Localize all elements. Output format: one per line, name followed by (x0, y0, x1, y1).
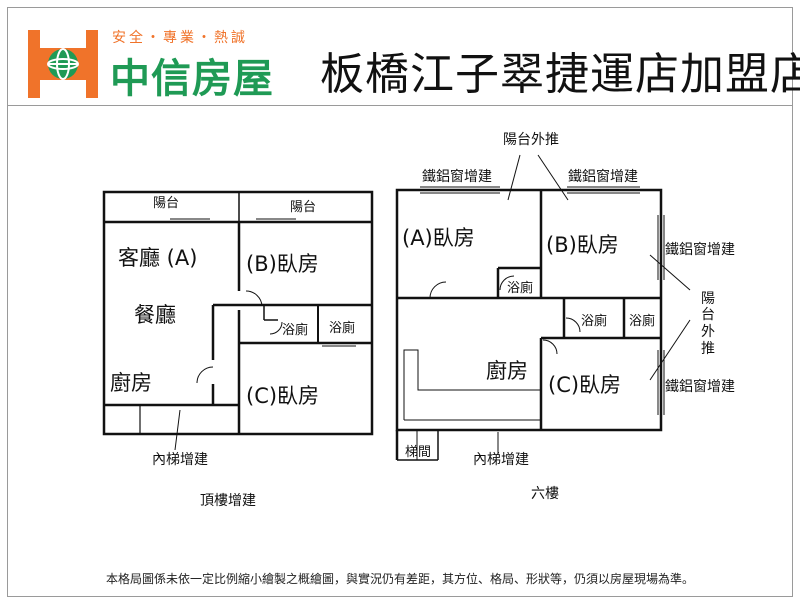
right-window-right-bottom-label: 鐵鋁窗增建 (665, 379, 735, 395)
right-balcony-out-char-4: 推 (701, 341, 715, 357)
left-kitchen-label: 廚房 (110, 371, 152, 395)
right-plan-title: 六樓 (531, 486, 559, 502)
right-bedroom-b-label: (B)臥房 (546, 233, 619, 257)
left-dining-room-label: 餐廳 (134, 303, 176, 327)
company-name: 中信房屋 (110, 56, 274, 102)
header-divider (8, 105, 792, 106)
right-balcony-out-char-2: 台 (701, 307, 715, 323)
company-slogan: 安全・專業・熱誠 (112, 30, 248, 46)
left-balcony-1-label: 陽台 (153, 196, 180, 211)
right-window-right-top-label: 鐵鋁窗增建 (665, 242, 735, 258)
outer-frame (7, 7, 793, 597)
company-logo (28, 30, 98, 98)
right-stair-annotation: 內梯增建 (473, 452, 529, 468)
right-bath-3-label: 浴廁 (629, 314, 656, 329)
right-kitchen-label: 廚房 (486, 359, 528, 383)
right-bath-2-label: 浴廁 (581, 314, 608, 329)
right-balcony-out-top-label: 陽台外推 (503, 132, 559, 148)
right-bedroom-a-label: (A)臥房 (402, 226, 475, 250)
left-balcony-2-label: 陽台 (290, 200, 317, 215)
left-bath-2-label: 浴廁 (329, 321, 356, 336)
right-balcony-out-char-1: 陽 (701, 291, 715, 307)
right-floor-plan (174, 154, 691, 461)
right-stairwell-label: 梯間 (405, 445, 432, 460)
left-bedroom-b-label: (B)臥房 (246, 252, 319, 276)
store-name: 板橋江子翠捷運店加盟店 (320, 49, 800, 100)
right-balcony-out-char-3: 外 (701, 324, 715, 340)
right-window-2-label: 鐵鋁窗增建 (568, 169, 638, 185)
left-bedroom-c-label: (C)臥房 (246, 384, 320, 408)
right-bedroom-c-label: (C)臥房 (548, 373, 622, 397)
left-living-room-label: 客廳 (A) (118, 246, 198, 270)
left-floor-plan (102, 190, 374, 436)
left-plan-title: 頂樓增建 (200, 493, 256, 509)
left-bath-1-label: 浴廁 (282, 323, 309, 338)
disclaimer-text: 本格局圖係未依一定比例縮小繪製之概繪圖，與實況仍有差距，其方位、格局、形狀等，仍… (105, 572, 694, 586)
right-bath-1-label: 浴廁 (507, 281, 534, 296)
right-window-1-label: 鐵鋁窗增建 (422, 169, 492, 185)
left-stair-annotation: 內梯增建 (152, 452, 208, 468)
